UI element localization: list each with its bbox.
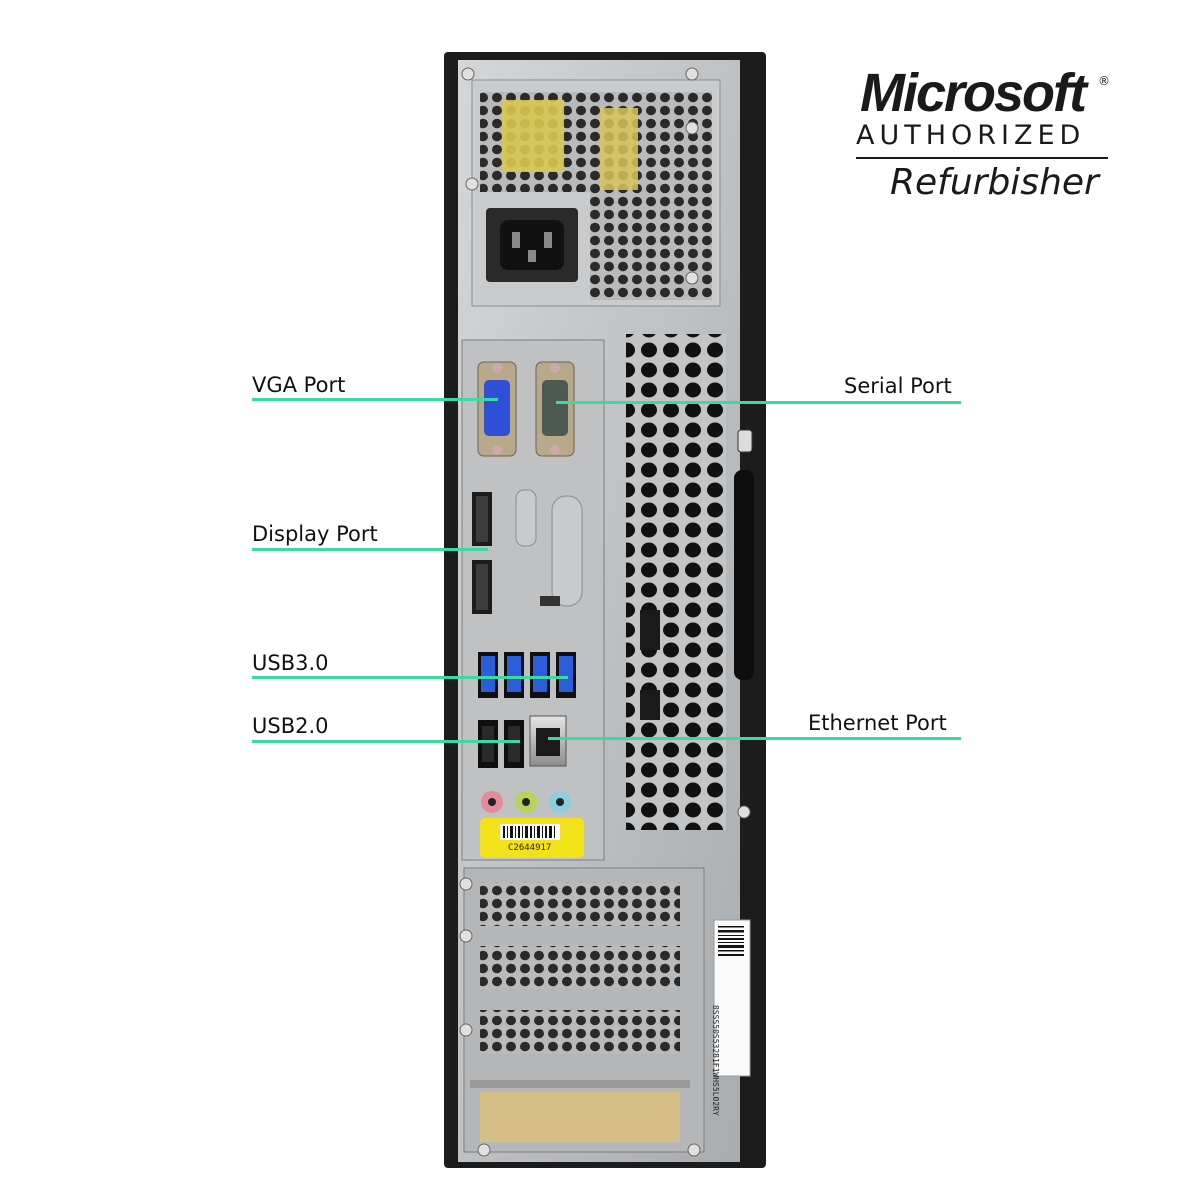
logo-registered-mark: ® (1098, 74, 1110, 88)
usb3-ports (478, 652, 576, 698)
vga-callout-line (252, 398, 498, 401)
asset-sticker (480, 818, 584, 858)
usb2-callout-line (252, 740, 520, 743)
usb2-ports (478, 720, 524, 768)
logo-refurbisher: Refurbisher (890, 162, 1099, 203)
serial-connector (535, 361, 575, 457)
asset-sticker-code: C2644917 (508, 843, 552, 853)
display-ports (472, 492, 492, 614)
logo-authorized: AUTHORIZED (856, 120, 1086, 151)
callout-lines (252, 398, 961, 743)
usb3-callout-line (252, 676, 568, 679)
serial-sticker-code: 8SSS50S53281F1WHS5L02RY (711, 1005, 720, 1116)
chassis-handle (734, 470, 754, 680)
expansion-slots (459, 867, 705, 1157)
serial-callout-line (556, 401, 961, 404)
ethernet-port-label: Ethernet Port (808, 711, 947, 735)
ethernet-connector (529, 715, 567, 767)
display-callout-line (252, 548, 488, 551)
audio-jacks (481, 791, 571, 813)
display-port-label: Display Port (252, 522, 378, 546)
logo-brand: Microsoft (860, 63, 1087, 123)
usb3-label: USB3.0 (252, 651, 329, 675)
logo-divider (856, 157, 1108, 159)
ethernet-callout-line (548, 737, 961, 740)
usb2-label: USB2.0 (252, 714, 329, 738)
microsoft-authorized-refurbisher-logo: Microsoft ® AUTHORIZED Refurbisher (852, 62, 1114, 212)
serial-number-sticker (713, 919, 751, 1077)
power-supply (461, 67, 721, 307)
vga-connector (477, 361, 517, 457)
vent-grille-right (626, 334, 726, 830)
serial-port-label: Serial Port (844, 374, 952, 398)
vga-port-label: VGA Port (252, 373, 346, 397)
